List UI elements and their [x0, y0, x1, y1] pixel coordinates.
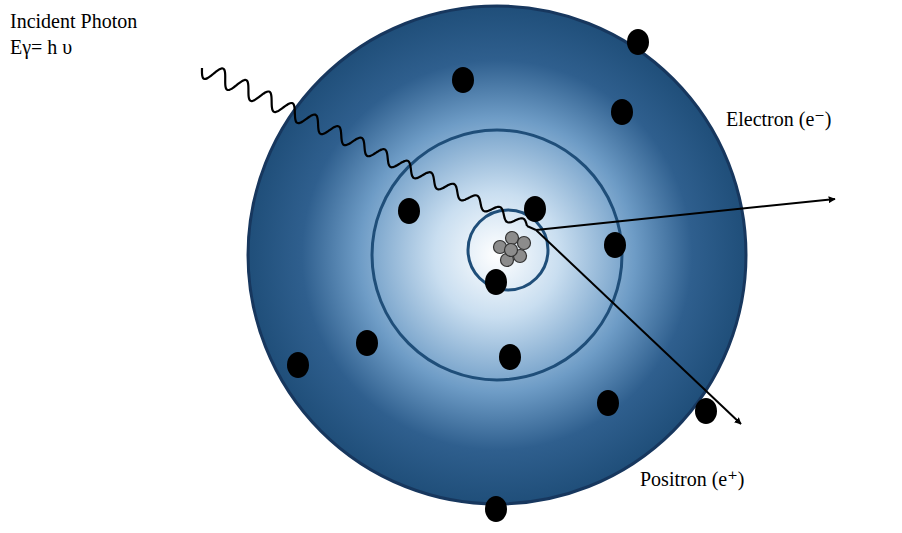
electrons: [287, 29, 717, 522]
positron-track: [536, 230, 741, 424]
photon-wave: [202, 68, 527, 226]
nucleus: [494, 232, 531, 267]
photon-wave-path: [202, 68, 527, 226]
photon-energy: Eγ= h υ: [10, 36, 72, 59]
electron-label: Electron (e⁻): [726, 108, 832, 131]
atom-body: [248, 6, 746, 504]
photon-label: Incident Photon: [10, 10, 137, 33]
electron-track: [536, 199, 835, 230]
electron-shell: [372, 130, 622, 380]
interaction-point: [527, 226, 536, 230]
positron-label: Positron (e⁺): [640, 468, 744, 491]
